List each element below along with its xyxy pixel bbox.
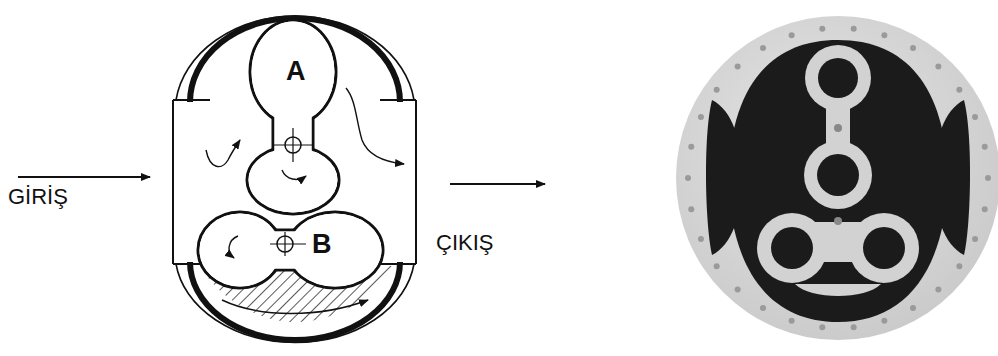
- rotor-label: B: [312, 231, 332, 258]
- rim-hole: [881, 32, 887, 38]
- inlet-label: GİRİŞ: [8, 186, 68, 208]
- outlet-label: ÇIKIŞ: [436, 232, 493, 254]
- rotor-b: [198, 212, 383, 288]
- rim-hole: [789, 32, 795, 38]
- rim-hole: [760, 305, 766, 311]
- rim-hole: [698, 114, 704, 120]
- rim-hole: [972, 114, 978, 120]
- meter-photo: [676, 16, 998, 340]
- rim-hole: [982, 144, 988, 150]
- rim-hole: [735, 64, 741, 70]
- rim-hole: [910, 45, 916, 51]
- rim-hole: [935, 64, 941, 70]
- rim-hole: [714, 263, 720, 269]
- rotor-a: [247, 20, 339, 214]
- rim-hole: [910, 305, 916, 311]
- rim-hole: [935, 286, 941, 292]
- rim-hole: [688, 144, 694, 150]
- rim-hole: [819, 324, 825, 330]
- rim-hole: [956, 87, 962, 93]
- rim-hole: [688, 206, 694, 212]
- rim-hole: [685, 175, 691, 181]
- rotor-label: A: [286, 58, 306, 85]
- rim-hole: [985, 175, 991, 181]
- rim-hole: [851, 26, 857, 32]
- flow-paths: [206, 88, 404, 314]
- rim-hole: [735, 286, 741, 292]
- rim-hole: [881, 318, 887, 324]
- rim-hole: [760, 45, 766, 51]
- rim-hole: [851, 324, 857, 330]
- rim-hole: [714, 87, 720, 93]
- rim-hole: [956, 263, 962, 269]
- rim-hole: [698, 236, 704, 242]
- rim-hole: [972, 236, 978, 242]
- rim-hole: [789, 318, 795, 324]
- rim-hole: [982, 206, 988, 212]
- rim-hole: [819, 26, 825, 32]
- meter-housing: [173, 16, 416, 342]
